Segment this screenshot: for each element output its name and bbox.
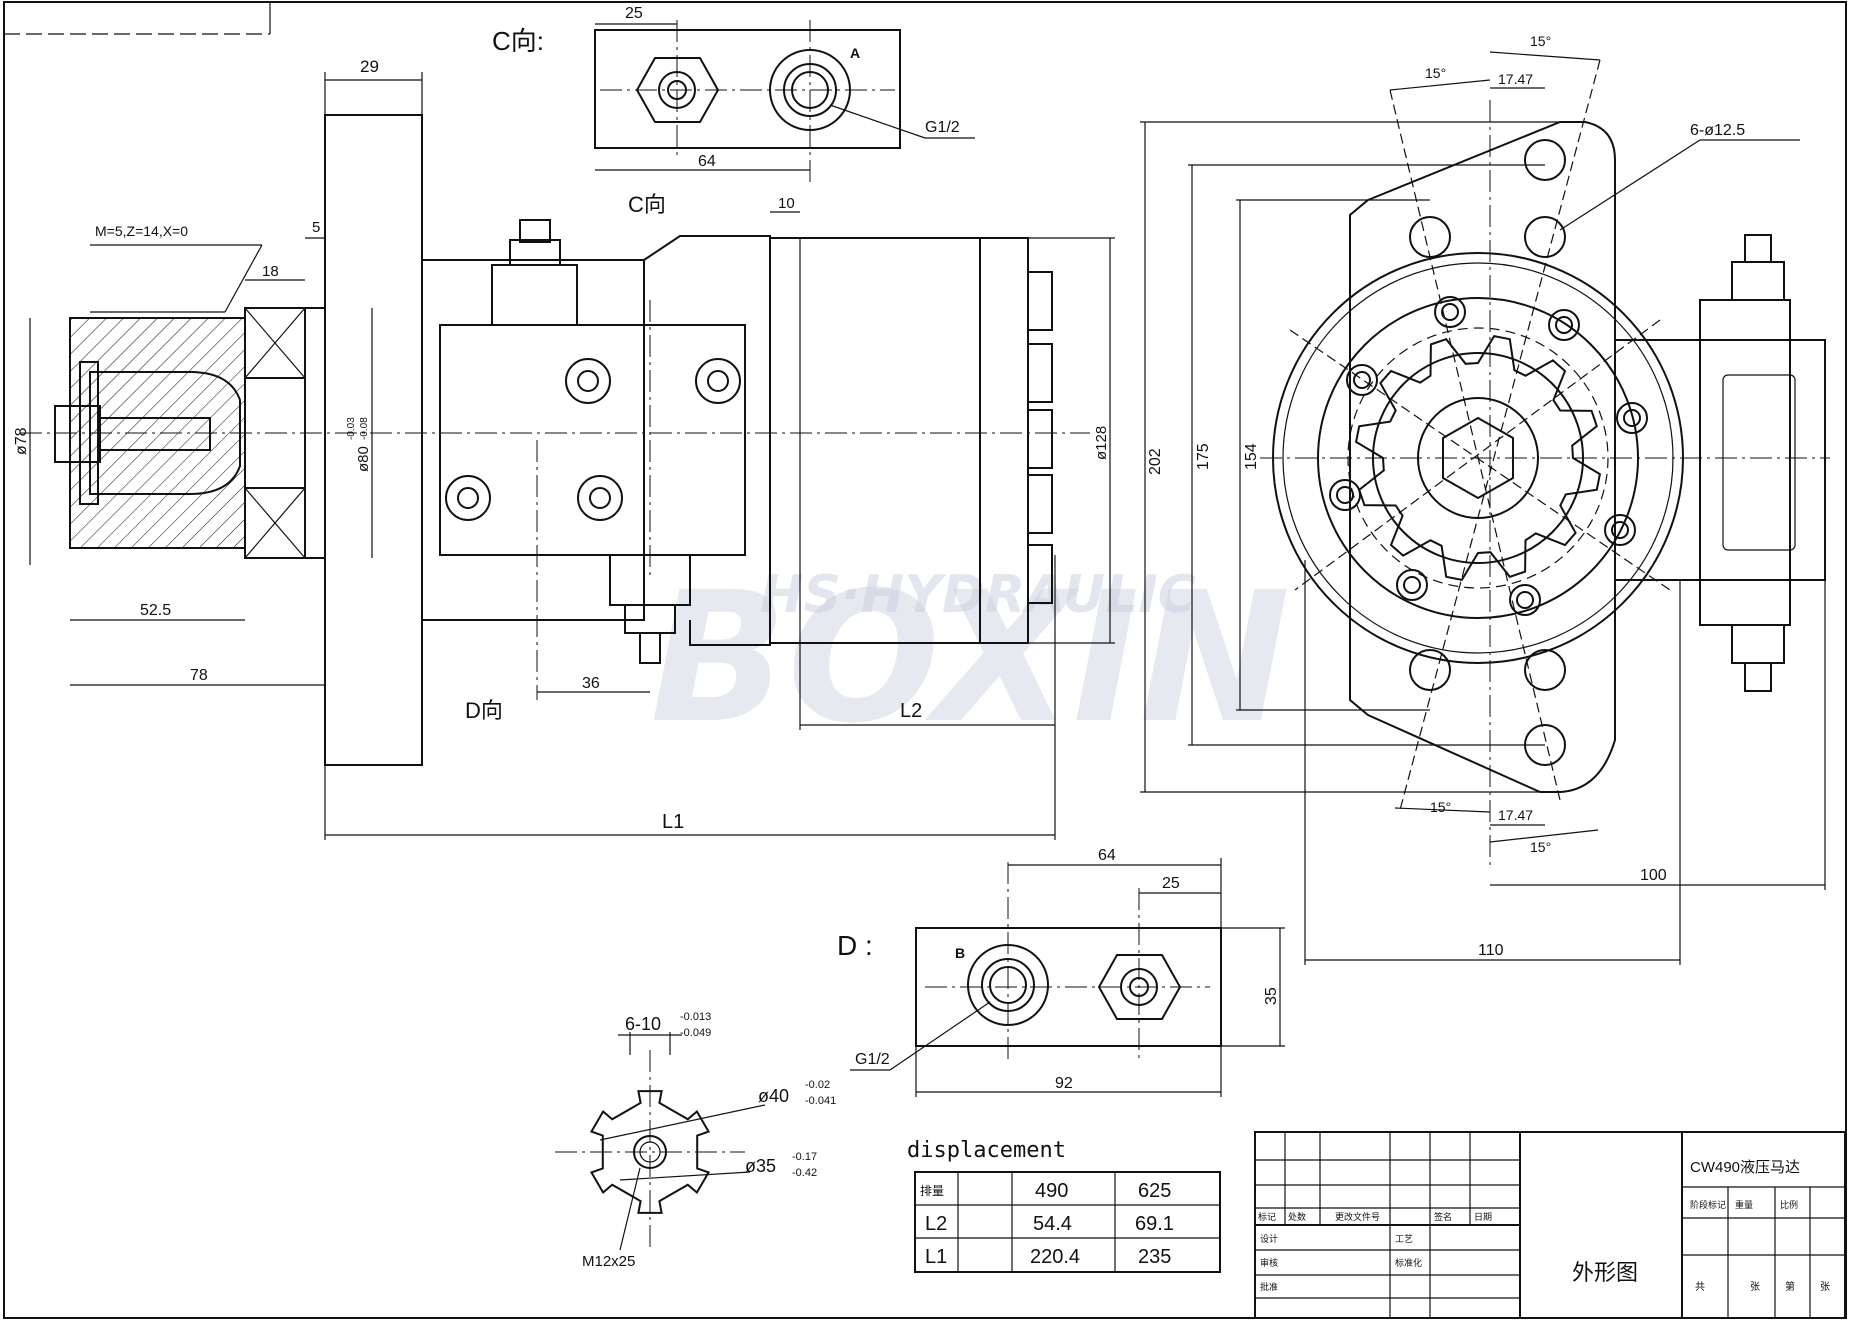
title-row-label-3: 标准化 (1395, 1257, 1422, 1268)
table-row-l1-625: 235 (1138, 1246, 1171, 1268)
table-row-l1-label: L1 (925, 1246, 947, 1268)
ring-bolts (1329, 296, 1648, 616)
sheet-label-1: 张 (1750, 1281, 1760, 1293)
dim-shaft-35-tol-upper: -0.17 (792, 1151, 817, 1163)
dim-shaft-40-tol-upper: -0.02 (805, 1079, 830, 1091)
brand-watermark: BOXIN HS·HYDRAULIC (650, 554, 1290, 763)
sheet-label-3: 张 (1820, 1281, 1830, 1293)
table-row-l2-label: L2 (925, 1213, 947, 1235)
dim-angle-15-a: 15° (1425, 65, 1446, 81)
side-view (20, 114, 1090, 766)
dim-shaft-40-tol-lower: -0.041 (805, 1095, 836, 1107)
dim-len-52-5: 52.5 (140, 602, 171, 619)
dim-spline-spec: M=5,Z=14,X=0 (95, 223, 188, 239)
title-row-label-2: 工艺 (1395, 1234, 1413, 1244)
dim-flange-width: 29 (360, 57, 379, 76)
dim-step-18: 18 (262, 263, 279, 280)
dim-h-175: 175 (1195, 443, 1212, 470)
view-d-arrow-label: D向 (465, 698, 503, 723)
model-name: CW490液压马达 (1690, 1159, 1800, 1176)
watermark-subtitle: HS·HYDRAULIC (760, 565, 1196, 625)
title-row-label-4: 批准 (1260, 1281, 1278, 1292)
stage-label-2: 比例 (1780, 1199, 1798, 1210)
title-block: 标记 处数 更改文件号 签名 日期 设计 审核 工艺 标准化 批准 外形图 CW… (1254, 1131, 1846, 1319)
displacement-table: displacement 排量 490 625 L2 54.4 69.1 L1 … (907, 1138, 1221, 1273)
mounting-holes (1409, 139, 1566, 766)
title-col-label-0: 标记 (1258, 1211, 1276, 1222)
displacement-title: displacement (907, 1138, 1066, 1163)
port-b-mark: B (955, 945, 965, 961)
table-row-l2-625: 69.1 (1135, 1213, 1174, 1235)
view-d: D : B 64 25 35 92 G1/2 (837, 847, 1285, 1097)
dim-center-thread: M12x25 (582, 1253, 635, 1270)
view-c: C向: A 25 64 G1/2 (492, 5, 975, 185)
dim-key-tol-upper: -0.013 (680, 1011, 711, 1023)
shaft-section: 6-10 -0.013 -0.049 ø40 -0.02 -0.041 ø35 … (555, 1011, 836, 1270)
table-header-label: 排量 (920, 1184, 944, 1198)
side-view-dimensions: 29 M=5,Z=14,X=0 5 18 ø78 ø80 -0.03 -0.08… (13, 57, 1115, 840)
dim-len-10: 10 (778, 195, 795, 212)
dim-shaft-dia-40: ø40 (758, 1086, 789, 1106)
title-col-label-4: 日期 (1474, 1212, 1492, 1222)
drawing-title: 外形图 (1572, 1260, 1638, 1285)
dim-dia-80-tol-lower: -0.08 (359, 417, 370, 440)
dim-d-port-thread: G1/2 (855, 1051, 890, 1068)
front-view-dimensions: 202 175 154 15° 15° 15° 15° 17.47 17.47 … (1140, 33, 1826, 965)
dim-dia-78: ø78 (13, 427, 30, 455)
drawing-frame (3, 1, 1847, 1319)
view-d-label: D : (837, 930, 873, 961)
dim-c-top-25: 25 (625, 5, 643, 22)
dim-dia-80: ø80 (355, 446, 372, 472)
keyed-shaft-profile (589, 1090, 711, 1214)
dim-d-bottom-92: 92 (1055, 1075, 1073, 1092)
dim-c-port-thread: G1/2 (925, 119, 960, 136)
dim-shaft-35-tol-lower: -0.42 (792, 1167, 817, 1179)
title-col-label-1: 处数 (1288, 1211, 1306, 1222)
stage-label-0: 阶段标记 (1690, 1199, 1726, 1210)
table-col-490: 490 (1035, 1180, 1068, 1202)
dim-len-l2: L2 (900, 700, 922, 722)
dim-h-154: 154 (1243, 443, 1260, 470)
title-col-label-2: 更改文件号 (1335, 1211, 1380, 1222)
dim-w-110: 110 (1478, 942, 1504, 959)
view-c-label: C向: (492, 26, 544, 56)
dim-w-100: 100 (1640, 867, 1667, 884)
port-block-bolts (445, 358, 741, 521)
title-col-label-3: 签名 (1434, 1211, 1452, 1222)
table-row-l2-490: 54.4 (1033, 1213, 1072, 1235)
dim-len-l1: L1 (662, 811, 684, 833)
dim-key-tol-lower: -0.049 (680, 1027, 711, 1039)
watermark-brand: BOXIN (650, 554, 1290, 763)
port-a-mark: A (850, 45, 860, 61)
dim-h-202: 202 (1147, 448, 1164, 475)
dim-holes-6x12-5: 6-ø12.5 (1690, 122, 1745, 139)
dim-d-right-35: 35 (1263, 987, 1280, 1005)
dim-d-top-25: 25 (1162, 875, 1180, 892)
table-row-l1-490: 220.4 (1030, 1246, 1080, 1268)
stage-label-1: 重量 (1735, 1199, 1753, 1210)
dim-len-36: 36 (582, 675, 600, 692)
dim-len-78: 78 (190, 667, 208, 684)
sheet-label-2: 第 (1785, 1280, 1795, 1293)
view-c-arrow-label: C向 (628, 192, 666, 217)
end-cap-bolts (1027, 271, 1053, 604)
dim-d-top-64: 64 (1098, 847, 1116, 864)
table-col-625: 625 (1138, 1180, 1171, 1202)
dim-shaft-dia-35: ø35 (745, 1156, 776, 1176)
title-row-label-0: 设计 (1260, 1233, 1278, 1244)
title-row-label-1: 审核 (1260, 1257, 1278, 1268)
dim-dia-128: ø128 (1093, 426, 1110, 460)
dim-dia-80-tol-upper: -0.03 (346, 417, 357, 440)
dim-offset-17-47-bottom: 17.47 (1498, 807, 1533, 823)
dim-angle-15-d: 15° (1530, 839, 1551, 855)
dim-key-count: 6-10 (625, 1014, 661, 1034)
dim-angle-15-c: 15° (1430, 799, 1451, 815)
dim-step-5: 5 (312, 219, 320, 236)
front-view (1260, 59, 1830, 870)
dim-angle-15-b: 15° (1530, 33, 1551, 49)
dim-c-bottom-64: 64 (698, 153, 716, 170)
sheet-label-0: 共 (1695, 1281, 1705, 1293)
dim-offset-17-47-top: 17.47 (1498, 71, 1533, 87)
